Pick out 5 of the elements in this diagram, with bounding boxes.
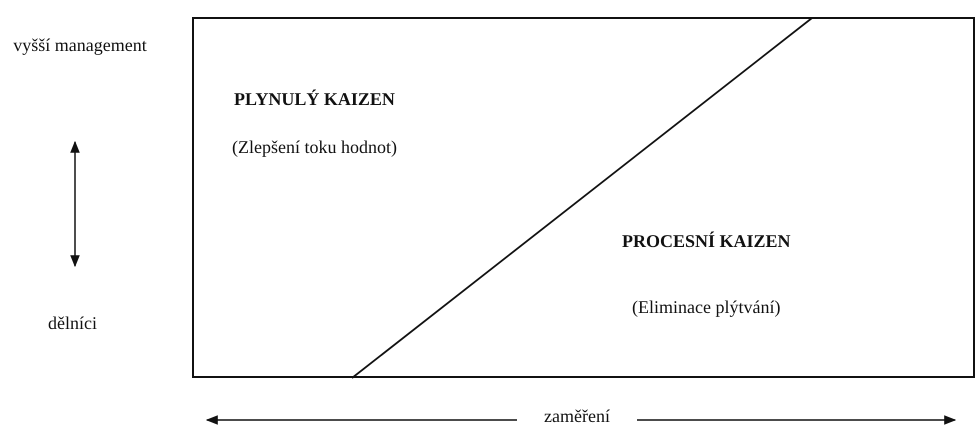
region-heading: PLYNULÝ KAIZEN bbox=[234, 89, 395, 110]
region-heading: PROCESNÍ KAIZEN bbox=[622, 231, 791, 252]
region-subtitle: (Eliminace plýtvání) bbox=[632, 297, 780, 318]
diagram-frame bbox=[192, 17, 975, 378]
region-subtitle: (Zlepšení toku hodnot) bbox=[232, 137, 397, 158]
